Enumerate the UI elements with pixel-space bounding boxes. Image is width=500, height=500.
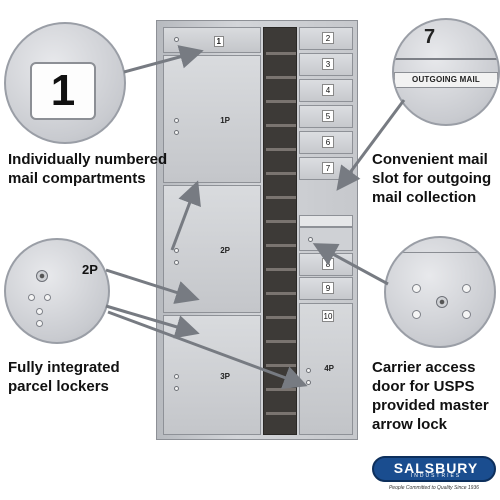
callout-numbered-compartment: 1 <box>4 22 126 144</box>
lock-icon <box>174 37 179 42</box>
shelf <box>266 268 296 271</box>
lock-icon <box>174 374 179 379</box>
lock-icon <box>174 248 179 253</box>
mailbox-unit: 1 1P 2P 3P <box>156 20 358 440</box>
compartment-number-label: 1 <box>213 36 224 47</box>
parcel-label: 3P <box>220 372 230 381</box>
rivet-icon <box>44 294 51 301</box>
outgoing-mail-slot <box>299 215 353 227</box>
shelf <box>266 244 296 247</box>
shelf <box>266 292 296 295</box>
divider <box>394 58 498 60</box>
parcel-label: 1P <box>220 116 230 125</box>
compartment-number: 7 <box>424 26 436 48</box>
lock-icon <box>306 368 311 373</box>
shelf <box>266 364 296 367</box>
mail-compartment: 8 <box>299 253 353 276</box>
rivet-icon <box>462 310 471 319</box>
callout-carrier-access-lock <box>384 236 496 348</box>
left-door-column: 1 1P 2P 3P <box>163 27 261 435</box>
rivet-icon <box>412 284 421 293</box>
top-compartment-door: 1 <box>163 27 261 53</box>
shelf <box>266 52 296 55</box>
mail-compartment: 2 <box>299 27 353 50</box>
open-master-door-bay <box>263 27 297 435</box>
parcel-label: 2P <box>82 262 98 277</box>
compartment-number: 2 <box>322 32 334 44</box>
compartment-number: 9 <box>322 282 334 294</box>
compartment-number: 7 <box>322 162 334 174</box>
lock-icon <box>174 118 179 123</box>
compartment-number-tile: 1 <box>30 62 96 120</box>
logo-badge: SALSBURY INDUSTRIES <box>372 456 496 482</box>
shelf <box>266 316 296 319</box>
shelf <box>266 220 296 223</box>
lock-icon <box>306 380 311 385</box>
lock-icon <box>174 130 179 135</box>
lock-icon <box>36 270 48 282</box>
callout-parcel-locker: 2P <box>4 238 110 344</box>
parcel-locker-2p: 2P <box>163 185 261 313</box>
right-door-column: 2 3 4 5 6 7 8 9 10 4P <box>299 27 353 435</box>
mail-compartment: 3 <box>299 53 353 76</box>
mail-compartment: 6 <box>299 131 353 154</box>
mail-compartment: 5 <box>299 105 353 128</box>
rivet-icon <box>28 294 35 301</box>
lock-icon <box>174 260 179 265</box>
shelf <box>266 76 296 79</box>
divider <box>386 252 494 253</box>
parcel-locker-3p: 3P <box>163 315 261 435</box>
caption-parcel-lockers: Fully integrated parcel lockers <box>8 359 120 395</box>
shelf <box>266 340 296 343</box>
parcel-label: 4P <box>324 364 334 373</box>
shelf <box>266 124 296 127</box>
shelf <box>266 388 296 391</box>
logo-name: SALSBURY <box>393 460 479 476</box>
rivet-icon <box>36 308 43 315</box>
salsbury-logo: SALSBURY INDUSTRIES People Committed to … <box>372 456 496 496</box>
caption-outgoing-mail-slot: Convenient mail slot for outgoing mail c… <box>372 151 492 206</box>
outgoing-mail-plate: OUTGOING MAIL <box>394 72 498 88</box>
mail-compartment: 4 <box>299 79 353 102</box>
lock-icon <box>308 237 313 242</box>
rivet-icon <box>462 284 471 293</box>
compartment-number: 3 <box>322 58 334 70</box>
rivet-icon <box>412 310 421 319</box>
logo-tagline: People Committed to Quality Since 1936 <box>388 485 480 491</box>
mail-compartment: 7 <box>299 157 353 180</box>
logo-sub: INDUSTRIES <box>410 473 462 479</box>
rivet-icon <box>36 320 43 327</box>
shelf <box>266 100 296 103</box>
caption-carrier-access-door: Carrier access door for USPS provided ma… <box>372 359 489 433</box>
compartment-number: 8 <box>322 258 334 270</box>
shelf <box>266 196 296 199</box>
compartment-number: 5 <box>322 110 334 122</box>
master-arrow-lock-icon <box>436 296 448 308</box>
shelf <box>266 172 296 175</box>
compartment-number: 10 <box>322 310 334 322</box>
callout-outgoing-mail: 7 OUTGOING MAIL <box>392 18 500 126</box>
parcel-locker-1p: 1P <box>163 55 261 183</box>
compartment-number: 6 <box>322 136 334 148</box>
parcel-label: 2P <box>220 246 230 255</box>
shelf <box>266 148 296 151</box>
compartment-number: 4 <box>322 84 334 96</box>
mail-compartment: 9 <box>299 277 353 300</box>
caption-numbered-compartments: Individually numbered mail compartments <box>8 151 168 187</box>
shelf <box>266 412 296 415</box>
carrier-access-door <box>299 227 353 251</box>
parcel-locker-4p: 10 4P <box>299 303 353 435</box>
lock-icon <box>174 386 179 391</box>
